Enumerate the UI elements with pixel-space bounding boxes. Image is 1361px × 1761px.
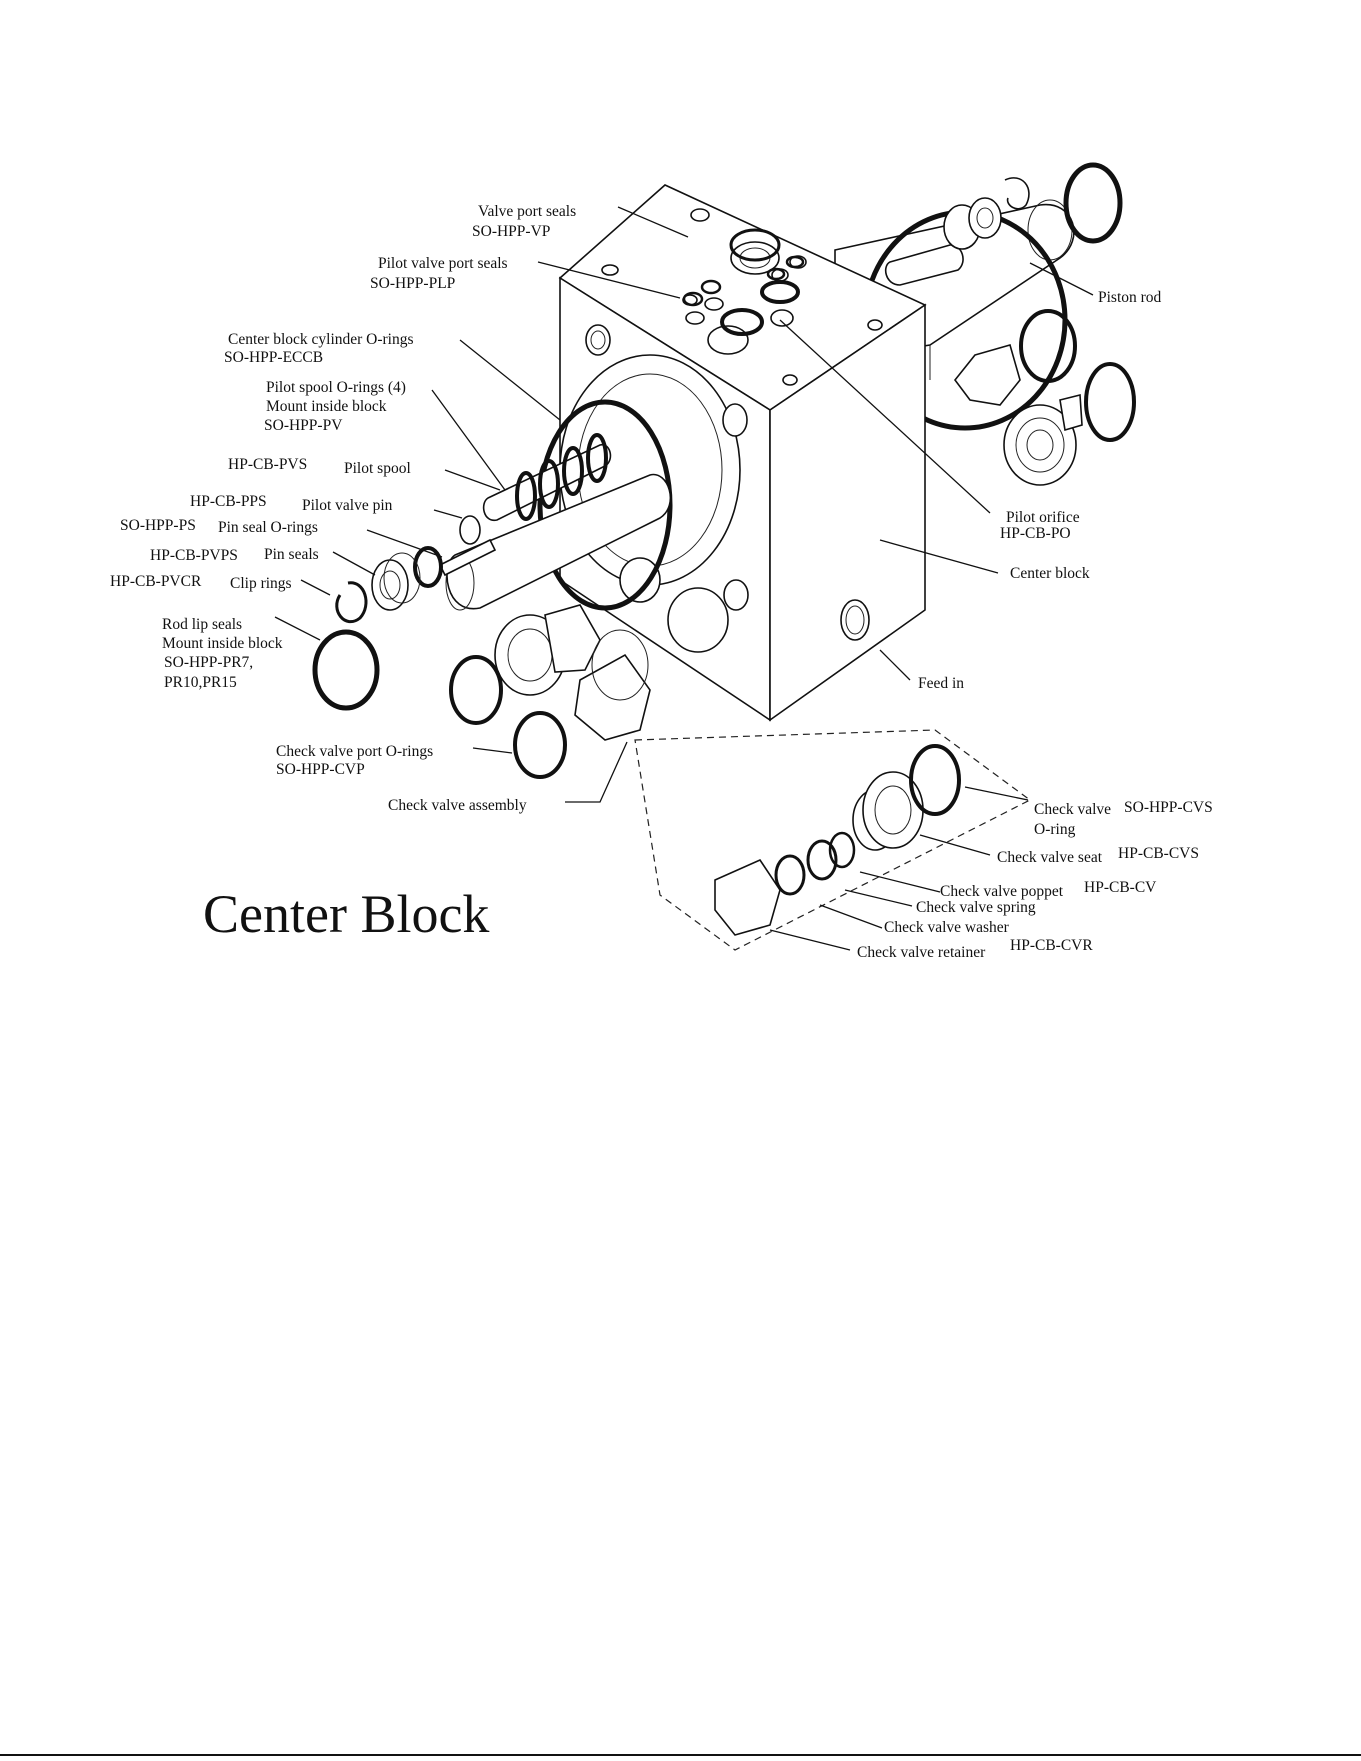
label-pilot-orifice: Pilot orifice [1006, 509, 1080, 526]
label-pin-seals: Pin seals [264, 546, 319, 563]
label-check-valve-spring: Check valve spring [916, 899, 1036, 916]
right-check-valve-parts [953, 344, 1083, 486]
label-rod-lip-seals-note: Mount inside block [162, 635, 283, 652]
label-pilot-valve-pin-part: HP-CB-PPS [190, 493, 267, 510]
label-check-valve-retainer-part: HP-CB-CVR [1010, 937, 1093, 954]
label-pin-seal-orings: Pin seal O-rings [218, 519, 318, 536]
label-pin-seals-part: HP-CB-PVPS [150, 547, 238, 564]
label-feed-in: Feed in [918, 675, 964, 692]
front-check-valve-oring-2 [513, 711, 567, 779]
label-rod-lip-seals: Rod lip seals [162, 616, 242, 633]
label-pilot-spool: Pilot spool [344, 460, 411, 477]
pilot-valve-pin [438, 515, 497, 577]
label-center-block: Center block [1010, 565, 1090, 582]
label-check-valve-oring-2: O-ring [1034, 821, 1076, 838]
right-oring-upper [1019, 309, 1077, 383]
label-pilot-valve-pin: Pilot valve pin [302, 497, 393, 514]
label-piston-rod: Piston rod [1098, 289, 1162, 306]
label-valve-port-seals: Valve port seals [478, 203, 576, 220]
label-check-valve-washer: Check valve washer [884, 919, 1010, 936]
front-check-valve-oring-1 [449, 655, 503, 725]
label-check-valve-poppet: Check valve poppet [940, 883, 1064, 900]
label-center-block-cylinder-orings-part: SO-HPP-ECCB [224, 349, 323, 366]
label-center-block-cylinder-orings: Center block cylinder O-rings [228, 331, 414, 348]
leader-lines [274, 206, 1094, 951]
rod-lip-seal [312, 629, 380, 711]
label-check-valve-seat-part: HP-CB-CVS [1118, 845, 1199, 862]
label-clip-rings-part: HP-CB-PVCR [110, 573, 202, 590]
front-check-valve-parts [494, 604, 651, 741]
clip-ring [335, 581, 368, 624]
label-check-valve-retainer: Check valve retainer [857, 944, 986, 961]
label-rod-lip-seals-part2: PR10,PR15 [164, 674, 237, 691]
label-check-valve-oring-part: SO-HPP-CVS [1124, 799, 1213, 816]
piston-rod [884, 162, 1123, 286]
label-pilot-valve-port-seals-part: SO-HPP-PLP [370, 275, 455, 292]
label-check-valve-assembly: Check valve assembly [388, 797, 527, 814]
label-pilot-spool-orings-note: Mount inside block [266, 398, 387, 415]
check-valve-detail-parts [714, 744, 961, 936]
label-pilot-spool-part: HP-CB-PVS [228, 456, 307, 473]
pin-seal-oring [413, 546, 443, 588]
label-check-valve-poppet-part: HP-CB-CV [1084, 879, 1157, 896]
pilot-spool [482, 433, 612, 521]
page-title: Center Block [203, 884, 489, 944]
label-check-valve-port-orings: Check valve port O-rings [276, 743, 433, 760]
check-valve-detail-box [634, 729, 1032, 951]
label-pilot-orifice-part: HP-CB-PO [1000, 525, 1071, 542]
label-pilot-spool-orings: Pilot spool O-rings (4) [266, 379, 406, 396]
right-oring-lower [1084, 362, 1136, 442]
label-pin-seal-orings-part: SO-HPP-PS [120, 517, 196, 534]
label-pilot-valve-port-seals: Pilot valve port seals [378, 255, 508, 272]
top-port-seals [682, 228, 805, 336]
label-valve-port-seals-part: SO-HPP-VP [472, 223, 550, 240]
label-rod-lip-seals-part1: SO-HPP-PR7, [164, 654, 253, 671]
label-check-valve-seat: Check valve seat [997, 849, 1103, 866]
pin-seal [371, 552, 421, 611]
label-pilot-spool-orings-part: SO-HPP-PV [264, 417, 343, 434]
label-check-valve-oring-1: Check valve [1034, 801, 1111, 818]
label-check-valve-port-orings-part: SO-HPP-CVP [276, 761, 365, 778]
label-clip-rings: Clip rings [230, 575, 292, 592]
